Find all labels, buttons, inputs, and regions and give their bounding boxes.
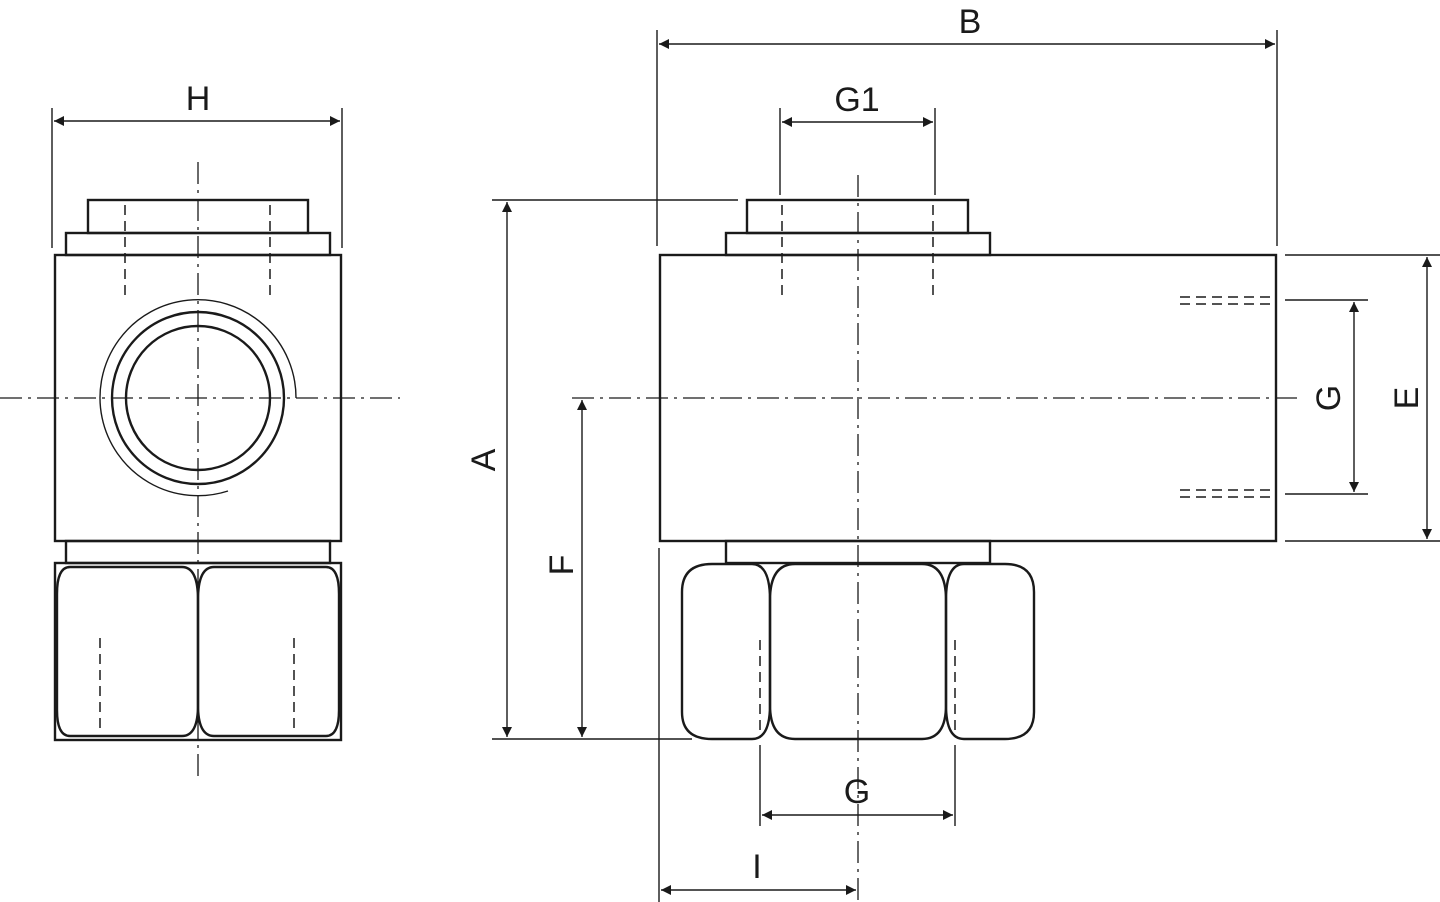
right-view: B G1 A F G E G I <box>465 3 1440 902</box>
left-view: H <box>0 80 400 780</box>
dim-h-label: H <box>186 80 211 118</box>
left-nut-face-1 <box>55 565 200 738</box>
right-nut-face-right <box>944 562 1036 741</box>
dim-g-side-label: G <box>1310 385 1348 411</box>
dim-g-bottom-label: G <box>844 773 870 811</box>
left-thread-arc <box>99 299 297 497</box>
dim-f-label: F <box>543 555 581 576</box>
right-nut-face-left <box>680 562 772 741</box>
dim-i-label: I <box>752 848 761 886</box>
left-nut-face-2 <box>196 565 341 738</box>
dim-e-label: E <box>1388 387 1426 410</box>
dim-b-label: B <box>959 3 982 41</box>
right-nut-face-mid <box>768 562 948 741</box>
dim-g1-label: G1 <box>834 81 879 119</box>
dim-a-label: A <box>465 448 503 471</box>
